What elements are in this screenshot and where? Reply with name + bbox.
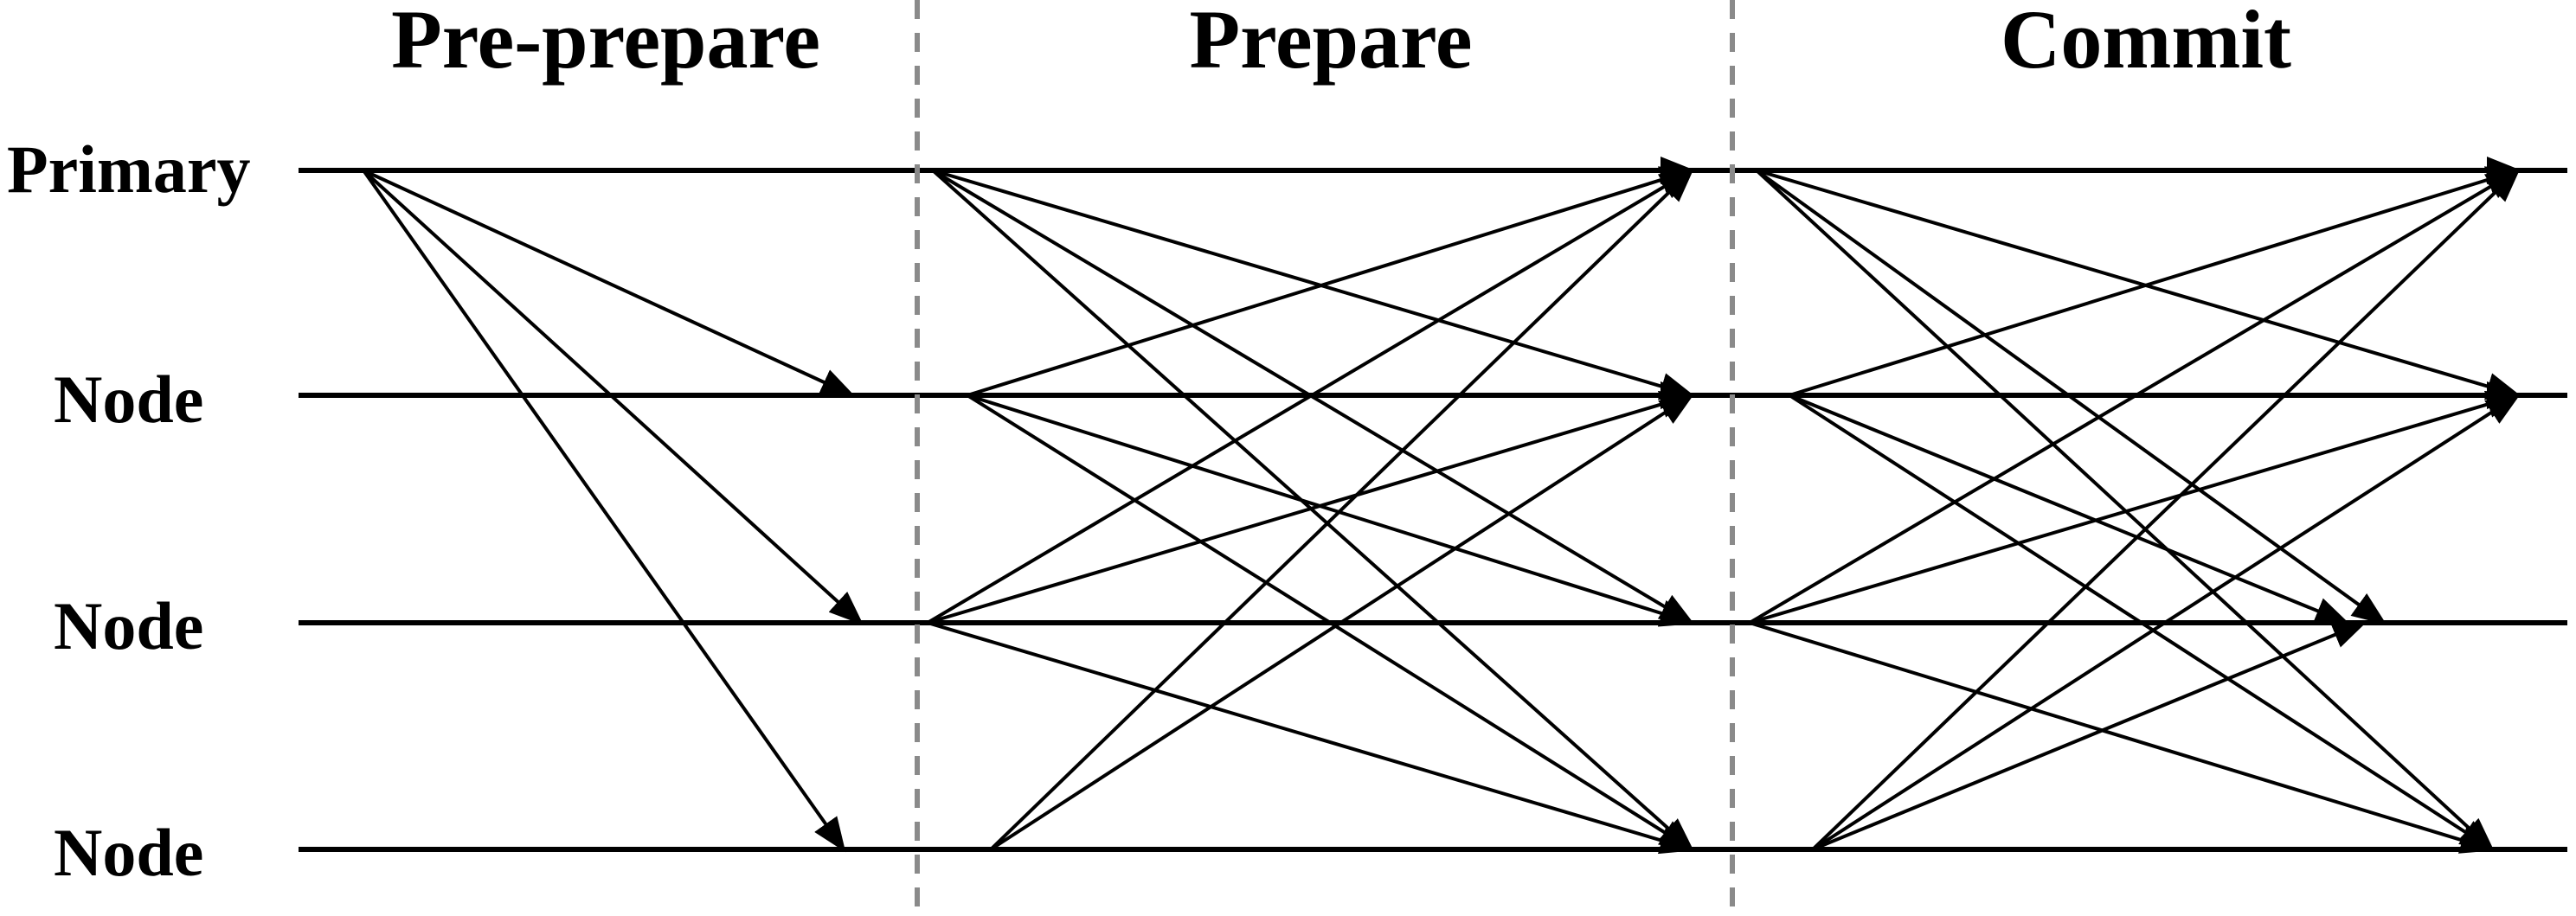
commit-arrow-0-to-3 [1755,169,2495,852]
node-label-node-2: Node [54,588,203,663]
prepare-arrow-1-to-3 [966,394,1695,852]
commit-arrow-3-to-0 [1811,168,2521,851]
commit-arrow-1-to-3 [1788,394,2496,852]
pre-prepare-arrow-0-to-1 [363,169,856,397]
prepare-arrow-2-to-0 [926,168,1695,625]
prepare-arrow-2-to-1 [927,390,1695,625]
node-label-primary: Primary [7,131,251,207]
commit-arrow-1-to-0 [1789,166,2521,397]
prepare-arrow-2-to-3 [927,621,1695,855]
message-arrows [362,157,2521,855]
prepare-arrow-0-to-1 [932,169,1695,400]
prepare-arrow-3-to-0 [989,168,1694,851]
phase-title-prepare: Prepare [1190,0,1473,86]
prepare-arrow-1-to-2 [967,394,1695,627]
phase-title-pre-prepare: Pre-prepare [391,0,820,86]
pre-prepare-arrow-0-to-2 [362,169,864,625]
commit-arrow-1-to-2 [1789,394,2350,625]
prepare-arrow-3-to-1 [989,393,1695,851]
commit-arrow-3-to-2 [1812,621,2367,851]
node-label-node-1: Node [54,362,203,437]
commit-arrow-2-to-3 [1749,621,2496,854]
commit-arrow-2-to-0 [1748,168,2521,625]
node-label-node-3: Node [54,815,203,890]
phase-title-commit: Commit [2001,0,2291,86]
commit-arrow-3-to-1 [1811,393,2521,851]
commit-arrow-2-to-1 [1749,390,2521,625]
pre-prepare-arrow-0-to-3 [362,169,846,853]
commit-arrow-0-to-1 [1756,169,2521,400]
prepare-arrow-1-to-0 [967,166,1695,397]
